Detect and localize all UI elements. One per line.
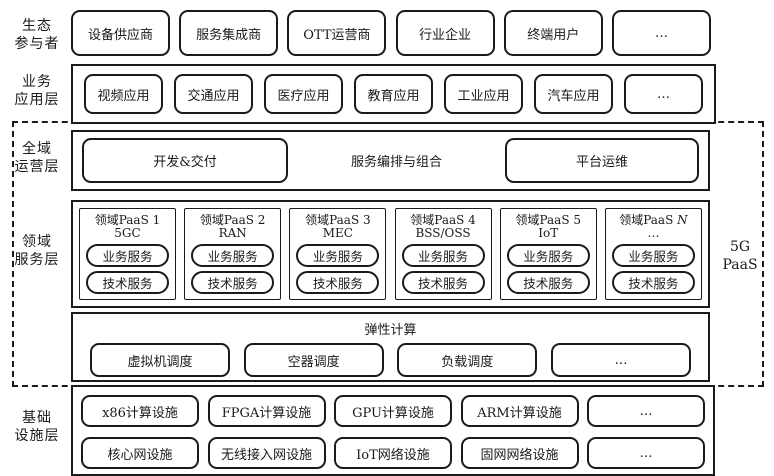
- facility-box: IoT网络设施: [334, 437, 452, 469]
- app-box: 视频应用: [84, 74, 163, 114]
- app-box: 汽车应用: [534, 74, 613, 114]
- layer-label-business-app: 业务 应用层: [7, 74, 67, 109]
- paas-title: 领域PaaS 3: [305, 213, 371, 227]
- business-service-pill: 业务服务: [86, 244, 169, 268]
- tech-service-pill: 技术服务: [401, 271, 485, 295]
- tech-service-pill: 技术服务: [506, 271, 590, 295]
- layer-label-ecosystem: 生态 参与者: [7, 18, 67, 53]
- facility-box: x86计算设施: [81, 395, 199, 427]
- layer-label-infrastructure: 基础 设施层: [7, 410, 67, 445]
- scheduler-box-more: …: [550, 343, 691, 377]
- paas-subtitle: …: [647, 226, 660, 241]
- paas-title: 领域PaaS 4: [410, 213, 476, 227]
- ecosystem-box: 终端用户: [503, 10, 603, 56]
- paas-subtitle: IoT: [538, 226, 559, 241]
- tech-service-pill: 技术服务: [86, 271, 169, 295]
- compute-facility-row: x86计算设施 FPGA计算设施 GPU计算设施 ARM计算设施 …: [73, 395, 713, 427]
- facility-box: 核心网设施: [81, 437, 199, 469]
- app-box-more: …: [624, 74, 703, 114]
- business-service-pill: 业务服务: [506, 244, 590, 268]
- paas-box-iot: 领域PaaS 5 IoT 业务服务 技术服务: [499, 208, 597, 300]
- paas-box-ran: 领域PaaS 2 RAN 业务服务 技术服务: [184, 208, 282, 300]
- scheduler-box: 空器调度: [243, 343, 384, 377]
- paas-title: 领域PaaS 5: [515, 213, 581, 227]
- label-line: 运营层: [14, 158, 60, 175]
- business-service-pill: 业务服务: [611, 244, 695, 268]
- facility-box: GPU计算设施: [334, 395, 452, 427]
- label-line: 5G: [729, 239, 751, 255]
- 5g-paas-label: 5G PaaS: [712, 238, 768, 274]
- paas-box-5gc: 领域PaaS 1 5GC 业务服务 技术服务: [79, 208, 176, 300]
- label-line: 应用层: [14, 91, 60, 108]
- label-line: 基础: [22, 410, 52, 426]
- paas-subtitle: MEC: [322, 226, 353, 241]
- label-line: 领域: [22, 234, 52, 250]
- paas-box-n: 领域PaaS N … 业务服务 技术服务: [604, 208, 702, 300]
- label-line: 业务: [22, 74, 52, 90]
- network-facility-row: 核心网设施 无线接入网设施 IoT网络设施 固网网络设施 …: [73, 437, 713, 469]
- app-box: 教育应用: [354, 74, 433, 114]
- paas-box-mec: 领域PaaS 3 MEC 业务服务 技术服务: [289, 208, 387, 300]
- label-line: PaaS: [722, 257, 758, 274]
- infrastructure-layer: x86计算设施 FPGA计算设施 GPU计算设施 ARM计算设施 … 核心网设施…: [71, 385, 715, 476]
- global-ops-boxes: 开发&交付 服务编排与组合 平台运维: [73, 132, 708, 189]
- facility-box-more: …: [587, 395, 705, 427]
- paas-subtitle: 5GC: [114, 226, 141, 241]
- business-service-pill: 业务服务: [191, 244, 275, 268]
- label-line: 参与者: [14, 35, 60, 52]
- facility-box-more: …: [587, 437, 705, 469]
- ecosystem-box: 设备供应商: [71, 10, 170, 56]
- service-orchestration-text: 服务编排与组合: [350, 155, 442, 170]
- scheduler-box: 虚拟机调度: [90, 343, 230, 377]
- business-service-pill: 业务服务: [401, 244, 485, 268]
- facility-box: 固网网络设施: [460, 437, 579, 469]
- global-ops-layer: 开发&交付 服务编排与组合 平台运维: [71, 130, 710, 191]
- facility-box: ARM计算设施: [460, 395, 579, 427]
- layer-label-domain-service: 领域 服务层: [7, 234, 67, 269]
- ecosystem-box: 行业企业: [395, 10, 495, 56]
- business-service-pill: 业务服务: [296, 244, 380, 268]
- paas-boxes: 领域PaaS 1 5GC 业务服务 技术服务 领域PaaS 2 RAN 业务服务…: [73, 202, 708, 306]
- app-box: 交通应用: [174, 74, 253, 114]
- domain-service-layer: 领域PaaS 1 5GC 业务服务 技术服务 领域PaaS 2 RAN 业务服务…: [71, 200, 710, 308]
- elastic-compute-layer: 弹性计算 虚拟机调度 空器调度 负载调度 …: [71, 312, 710, 382]
- ecosystem-box: OTT运营商: [287, 10, 387, 56]
- paas-subtitle: RAN: [218, 226, 247, 241]
- business-app-boxes: 视频应用 交通应用 医疗应用 教育应用 工业应用 汽车应用 …: [73, 66, 714, 122]
- paas-subtitle: BSS/OSS: [415, 226, 471, 241]
- ecosystem-row: 设备供应商 服务集成商 OTT运营商 行业企业 终端用户 …: [71, 10, 711, 56]
- facility-box: 无线接入网设施: [207, 437, 326, 469]
- label-line: 全域: [22, 141, 52, 157]
- tech-service-pill: 技术服务: [296, 271, 380, 295]
- elastic-compute-title: 弹性计算: [364, 323, 417, 338]
- business-app-layer: 视频应用 交通应用 医疗应用 教育应用 工业应用 汽车应用 …: [71, 64, 716, 124]
- ecosystem-box: 服务集成商: [179, 10, 279, 56]
- ecosystem-box-more: …: [611, 10, 711, 56]
- label-line: 设施层: [14, 427, 60, 444]
- app-box: 医疗应用: [264, 74, 343, 114]
- label-line: 服务层: [14, 251, 60, 268]
- platform-ops-box: 平台运维: [505, 138, 699, 183]
- paas-title: 领域PaaS 2: [199, 213, 266, 227]
- tech-service-pill: 技术服务: [191, 271, 275, 295]
- scheduler-box: 负载调度: [397, 343, 538, 377]
- paas-title: 领域PaaS 1: [94, 213, 161, 227]
- paas-title: 领域PaaS N: [619, 213, 688, 227]
- elastic-compute-boxes: 虚拟机调度 空器调度 负载调度 …: [73, 343, 708, 377]
- tech-service-pill: 技术服务: [611, 271, 695, 295]
- layer-label-global-ops: 全域 运营层: [7, 141, 67, 176]
- paas-box-bss-oss: 领域PaaS 4 BSS/OSS 业务服务 技术服务: [394, 208, 492, 300]
- app-box: 工业应用: [444, 74, 523, 114]
- facility-box: FPGA计算设施: [207, 395, 326, 427]
- dev-delivery-box: 开发&交付: [82, 138, 288, 183]
- label-line: 生态: [22, 18, 52, 34]
